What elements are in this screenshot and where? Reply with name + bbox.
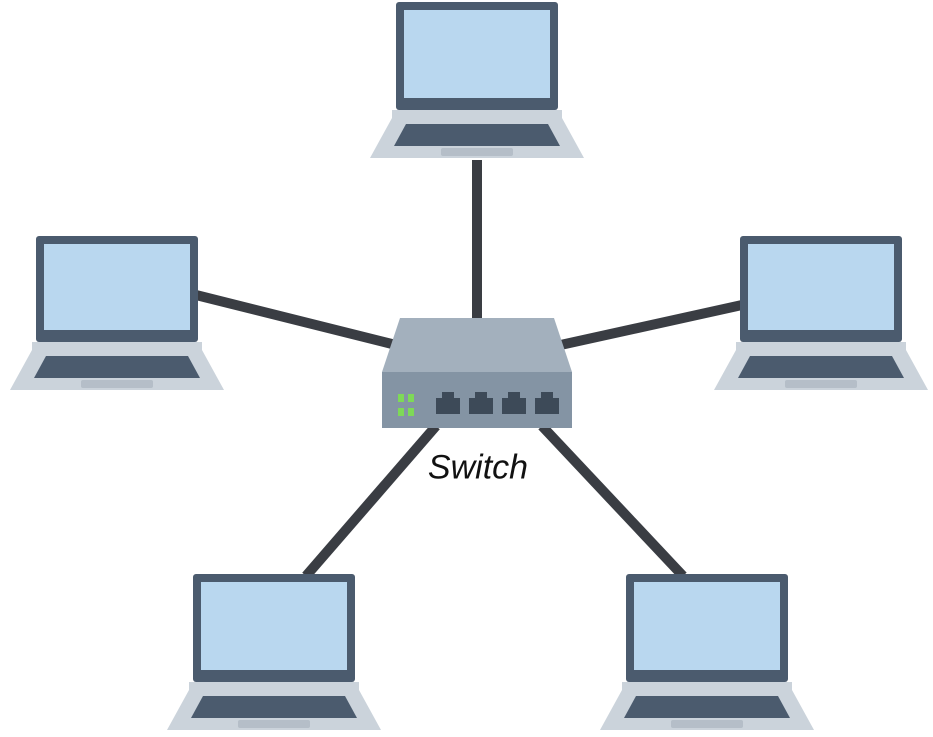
laptop-icon xyxy=(10,236,224,390)
laptop-screen xyxy=(201,582,347,670)
laptop-icon xyxy=(714,236,928,390)
laptop-hinge xyxy=(32,342,202,350)
cable-laptop-bottom-left xyxy=(302,422,440,580)
laptop-hinge xyxy=(622,682,792,690)
switch-label: Switch xyxy=(427,448,529,487)
laptop-trackpad xyxy=(238,720,310,728)
laptop-hinge xyxy=(736,342,906,350)
laptops xyxy=(10,2,928,730)
laptop-right xyxy=(714,236,928,390)
cables xyxy=(194,160,744,580)
switch-top xyxy=(382,318,572,372)
cable-laptop-right xyxy=(554,300,744,351)
laptop-icon xyxy=(370,2,584,158)
cable-laptop-left xyxy=(194,290,402,351)
laptop-top xyxy=(370,2,584,158)
laptop-screen xyxy=(634,582,780,670)
laptop-screen xyxy=(44,244,190,330)
laptop-bottom-right xyxy=(600,574,814,730)
ethernet-port-icon xyxy=(535,392,559,414)
ethernet-port-icon xyxy=(436,392,460,414)
laptop-keyboard xyxy=(624,696,790,718)
cable-laptop-bottom-right xyxy=(538,422,687,580)
laptop-screen xyxy=(404,10,550,98)
switch-led xyxy=(408,394,414,402)
laptop-trackpad xyxy=(81,380,153,388)
laptop-trackpad xyxy=(441,148,513,156)
switch-led xyxy=(398,394,404,402)
laptop-trackpad xyxy=(785,380,857,388)
laptop-keyboard xyxy=(394,124,560,146)
switch-led xyxy=(408,408,414,416)
laptop-keyboard xyxy=(738,356,904,378)
laptop-screen xyxy=(748,244,894,330)
laptop-icon xyxy=(600,574,814,730)
laptop-icon xyxy=(167,574,381,730)
laptop-bottom-left xyxy=(167,574,381,730)
laptop-keyboard xyxy=(34,356,200,378)
laptop-trackpad xyxy=(671,720,743,728)
laptop-hinge xyxy=(392,110,562,118)
switch-led xyxy=(398,408,404,416)
ethernet-port-icon xyxy=(502,392,526,414)
network-switch-icon xyxy=(382,318,572,428)
laptop-keyboard xyxy=(191,696,357,718)
laptop-hinge xyxy=(189,682,359,690)
ethernet-port-icon xyxy=(469,392,493,414)
laptop-left xyxy=(10,236,224,390)
